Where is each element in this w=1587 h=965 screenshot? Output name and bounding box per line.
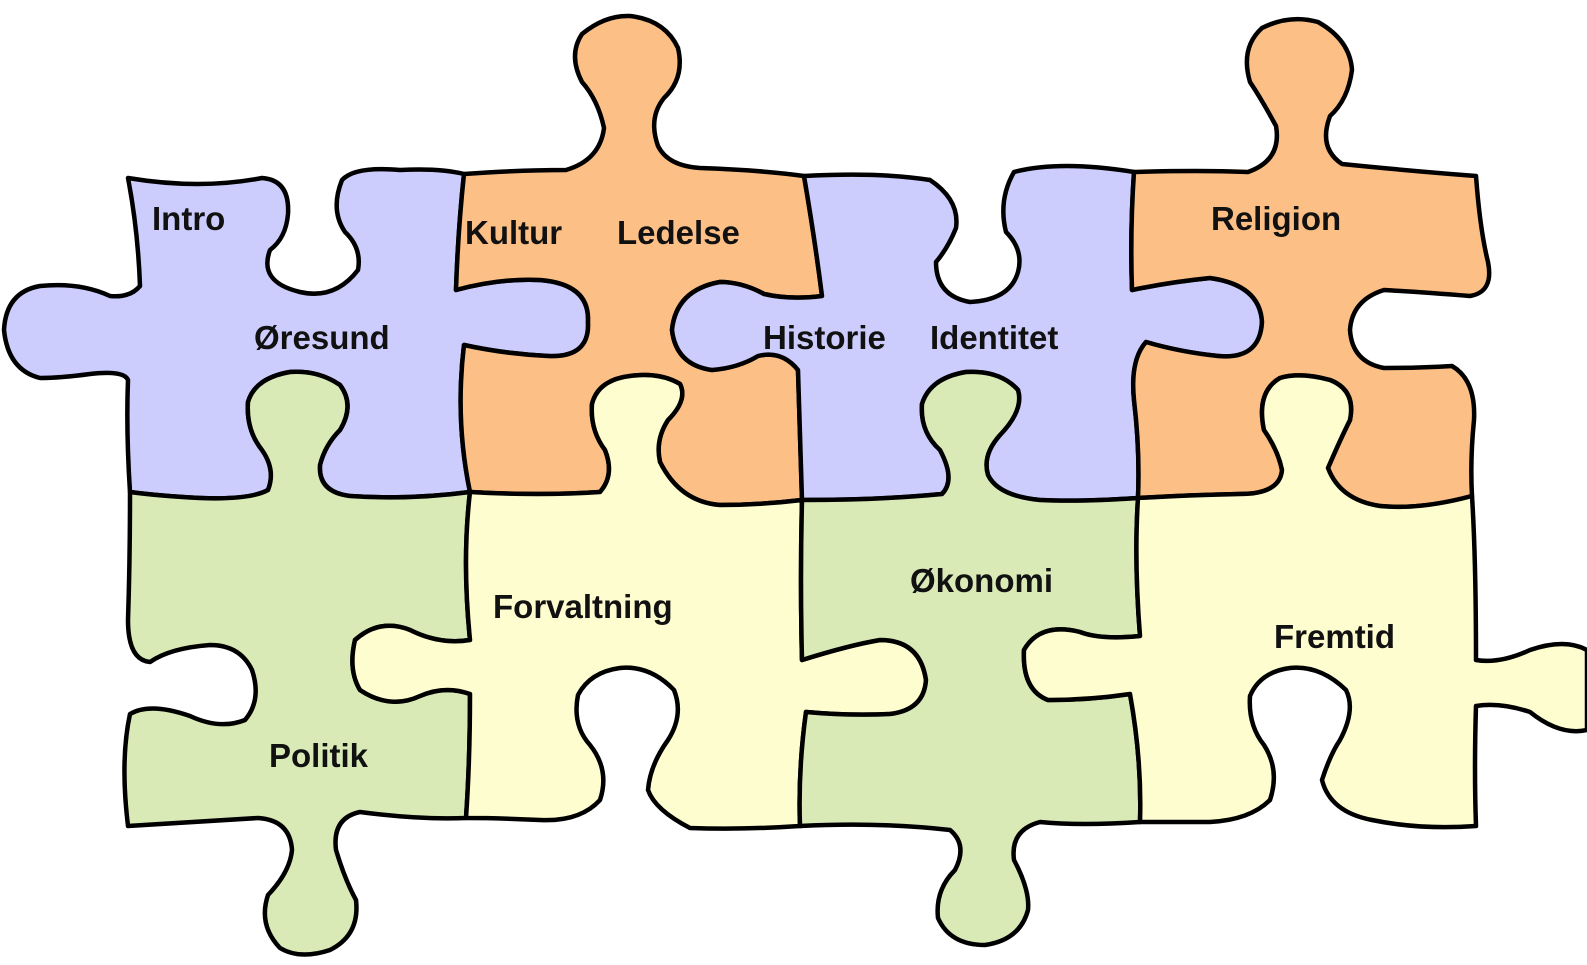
puzzle-piece-religion[interactable] <box>1129 16 1492 510</box>
puzzle-piece-forvaltning[interactable] <box>350 372 929 831</box>
puzzle-piece-fremtid[interactable] <box>1021 373 1587 830</box>
